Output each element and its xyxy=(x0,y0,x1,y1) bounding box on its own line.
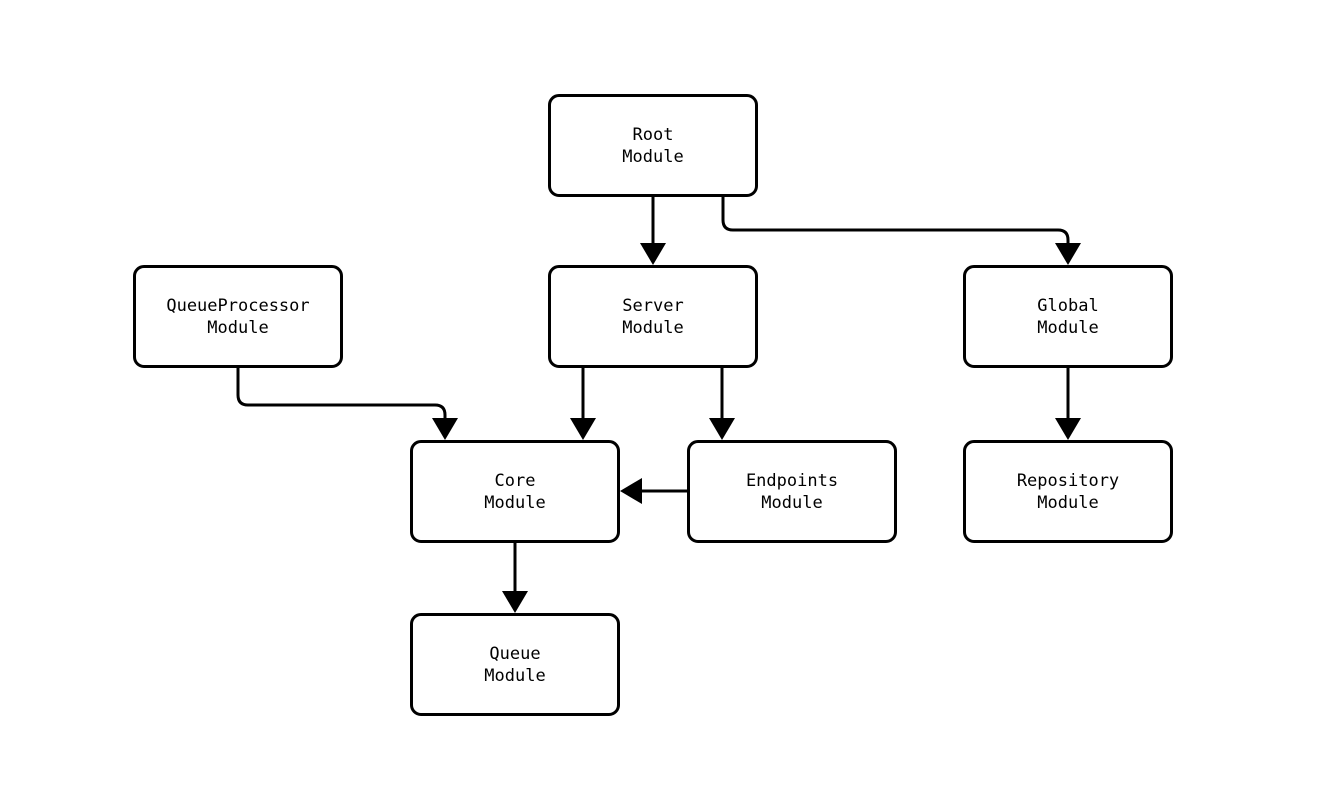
arrowhead-down-icon xyxy=(432,418,458,440)
arrowhead-down-icon xyxy=(570,418,596,440)
node-queue-label-line1: Queue xyxy=(489,643,541,664)
arrowhead-left-icon xyxy=(620,478,642,504)
node-queue-label-line2: Module xyxy=(484,665,546,686)
edge-server-to-core xyxy=(570,368,596,440)
node-core-label-line1: Core xyxy=(494,470,536,491)
edge-endpoints-to-core xyxy=(620,478,687,504)
arrowhead-down-icon xyxy=(502,591,528,613)
node-server-label-line2: Module xyxy=(622,317,684,338)
node-endpoints-label-line2: Module xyxy=(761,492,823,513)
node-queueprocessor-label-line2: Module xyxy=(207,317,269,338)
node-root[interactable]: Root Module xyxy=(548,94,758,197)
node-repository-label-line1: Repository xyxy=(1016,470,1120,491)
node-queue[interactable]: Queue Module xyxy=(410,613,620,716)
node-repository[interactable]: Repository Module xyxy=(963,440,1173,543)
edge-queueprocessor-to-core xyxy=(236,368,458,440)
node-global-label-line2: Module xyxy=(1037,317,1099,338)
edge-server-to-endpoints xyxy=(709,368,735,440)
node-root-label-line2: Module xyxy=(622,146,684,167)
arrowhead-down-icon xyxy=(1055,243,1081,265)
node-endpoints[interactable]: Endpoints Module xyxy=(687,440,897,543)
node-queueprocessor-label-line1: QueueProcessor xyxy=(166,295,310,316)
node-core[interactable]: Core Module xyxy=(410,440,620,543)
arrowhead-down-icon xyxy=(640,243,666,265)
node-global[interactable]: Global Module xyxy=(963,265,1173,368)
edge-core-to-queue xyxy=(502,543,528,613)
node-server[interactable]: Server Module xyxy=(548,265,758,368)
arrowhead-down-icon xyxy=(1055,418,1081,440)
node-server-label-line1: Server xyxy=(622,295,684,316)
edge-root-to-server xyxy=(640,197,666,265)
edge-global-to-repository xyxy=(1055,368,1081,440)
node-core-label-line2: Module xyxy=(484,492,546,513)
node-queueprocessor[interactable]: QueueProcessor Module xyxy=(133,265,343,368)
arrowhead-down-icon xyxy=(709,418,735,440)
node-repository-label-line2: Module xyxy=(1037,492,1099,513)
edge-root-to-global xyxy=(721,197,1081,265)
node-root-label-line1: Root xyxy=(632,124,674,145)
node-endpoints-label-line1: Endpoints xyxy=(745,470,839,491)
node-global-label-line1: Global xyxy=(1037,295,1099,316)
